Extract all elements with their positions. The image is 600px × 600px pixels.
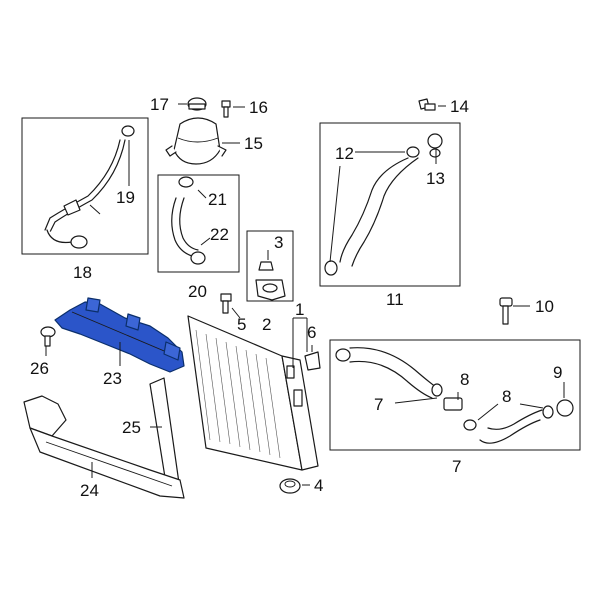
callout-13: 12 [335, 144, 354, 163]
callout-21: 20 [188, 282, 207, 301]
fitting-6-part [304, 351, 321, 371]
callout-19: 18 [73, 263, 92, 282]
bolt-5-part [220, 293, 232, 314]
bolt-11-part [499, 297, 513, 325]
bracket-2-part [255, 261, 286, 301]
hose-7-part [335, 347, 574, 444]
callout-labels: 17 16 15 14 19 18 21 22 20 3 2 12 13 11 … [30, 95, 562, 500]
callout-2: 2 [262, 315, 271, 334]
clip-15-part [418, 98, 436, 111]
callout-17: 16 [249, 98, 268, 117]
callout-4: 4 [314, 476, 323, 495]
callout-20: 19 [116, 188, 135, 207]
callout-18: 17 [150, 95, 169, 114]
callout-16: 15 [244, 134, 263, 153]
support-25-part [23, 395, 185, 499]
bolt-17-part [221, 100, 231, 118]
callout-10: 9 [553, 363, 562, 382]
hose-12-part [324, 133, 443, 276]
group-box-21 [157, 174, 240, 273]
callout-5: 5 [237, 315, 246, 334]
callout-12: 11 [386, 290, 404, 309]
hose-21-part [171, 176, 206, 265]
leader-lines [45, 103, 565, 486]
callout-8a: 7 [374, 395, 383, 414]
group-box-19 [21, 117, 149, 255]
reservoir-cap-part [187, 97, 207, 111]
callout-3: 3 [274, 233, 283, 252]
callout-15: 14 [450, 97, 469, 116]
hose-19-part [44, 125, 135, 249]
radiator-1-part [187, 315, 319, 471]
callout-9: 8 [460, 370, 469, 389]
callout-7: 7 [452, 457, 461, 476]
reservoir-tank-part [165, 117, 227, 165]
bolt-27-part [40, 326, 56, 347]
callout-25: 24 [80, 481, 99, 500]
group-box-2 [246, 230, 294, 302]
grommet-4-part [279, 478, 301, 494]
callout-1: 1 [295, 300, 304, 319]
callout-26: 25 [122, 418, 141, 437]
group-box-12 [319, 122, 461, 287]
group-box-7 [329, 339, 581, 451]
callout-6: 6 [307, 323, 316, 342]
callout-8b: 8 [502, 387, 511, 406]
callout-11: 10 [535, 297, 554, 316]
callout-14: 13 [426, 169, 445, 188]
callout-22: 21 [208, 190, 227, 209]
callout-27: 26 [30, 359, 49, 378]
callout-23: 22 [210, 225, 229, 244]
air-guard-24-highlighted-part [54, 297, 185, 373]
callout-24: 23 [103, 369, 122, 388]
